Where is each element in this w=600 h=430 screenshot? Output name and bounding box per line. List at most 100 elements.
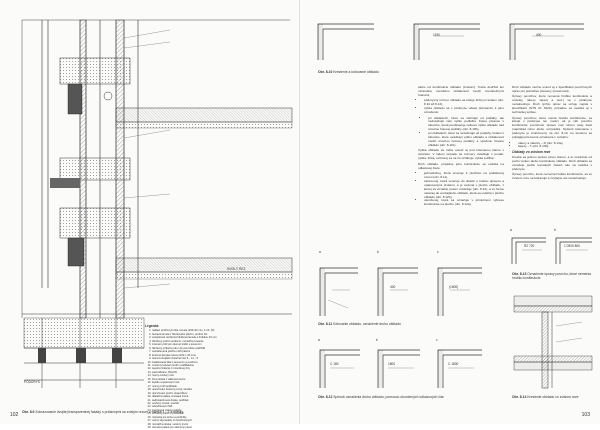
legend-item: ochranný plech s presahom <box>152 412 295 415</box>
fig-8-11-sublabel-b: b <box>377 250 379 254</box>
left-page: SVISLÝ REZ PÔDORYS Legenda: riadiaci pro… <box>0 0 300 429</box>
figure-caption-8-10: Obr. 8.10 Kresleníe a kótovanie obkladu <box>318 70 518 74</box>
legend-item: lepidlo a spárovací tmel <box>152 381 295 384</box>
legend-title: Legenda: <box>145 324 160 328</box>
list-item: pri obkladoch, ktoré sa začínajú od podl… <box>428 116 504 133</box>
fig-8-11-dim-a: 400 <box>390 285 396 289</box>
legend-item: hliníkový profil s prelisom, montážne ko… <box>152 340 295 343</box>
figure-caption-8-12: Obr. 8.12 Spôsob označenia druhu obkladu… <box>318 395 488 399</box>
text-column-2: Druh obkladu možno uviesť aj v špecifiká… <box>512 85 592 183</box>
legend-item: okenná dvojsklo izolačné rám 5 – 11 – 5 <box>152 357 295 360</box>
fig-8-12-dim-c: C 1800 <box>448 362 459 366</box>
legend-item: parozábrana, fólia PE <box>152 371 295 374</box>
right-page: 1190 400 Obr. 8.10 Kresleníe a kótovanie… <box>300 0 600 424</box>
legend-item: dilatačná páska, tesniaca šnúra <box>152 395 295 398</box>
fig-8-10-dim-a: 1190 <box>433 33 440 37</box>
facade-section-drawing <box>21 19 293 388</box>
legend-item: hliníkový prítlačný pás s krycou lištou … <box>152 347 295 350</box>
list-item: zalomenej, ktorá smeruje do oblasti s tr… <box>424 179 504 200</box>
legend-item: kotevné tieniace teleso (100 × 40 mm) <box>152 354 295 357</box>
fig-8-12-sublabel-a: a <box>318 338 320 342</box>
caption-label: Obr. 8.13 <box>512 272 527 276</box>
legend-item: upevňovací kotevný prvok, skrutka <box>152 388 295 391</box>
col2-paragraph-1: Druh obkladu možno uviesť aj v špecifiká… <box>512 85 592 93</box>
figure-8-11-drawing <box>319 267 482 316</box>
legend-item: zasklievacia lišta s tesnením a pružinou <box>152 361 295 364</box>
list-item: tapety – T (obr. 8.13b). <box>518 145 592 149</box>
list-item: pôdorysný rozmer obkladu sa kótuje štíhn… <box>424 98 504 107</box>
col2-bullet-list: nátery a náterky – R (obr. 8.13a), tapet… <box>512 141 592 150</box>
figure-8-10-drawing <box>317 23 584 60</box>
fig-8-13-dim-b: 1 0900 800 <box>564 244 580 248</box>
col1-bullet-list-a: pôdorysný rozmer obkladu sa kótuje štíhn… <box>418 98 504 115</box>
text-column-1: alebo od konštrukcie obkladu (zvislom). … <box>418 85 504 209</box>
figure-caption-8-9: Obr. 8.9 Zobrazovanie dvojitej transpare… <box>22 410 292 414</box>
fig-8-12-dim-a: C 180 <box>330 362 339 366</box>
legend-item: vnútorný kotviaci profil s rektifikáciou <box>152 364 295 367</box>
legend-item: interiérová vrstva podlahy <box>152 409 295 412</box>
legend-item: celosklenená plocha s ES pásom <box>152 350 295 353</box>
list-item: ukončenej, ktorá sa označuje v príslušno… <box>424 199 504 207</box>
caption-label: Obr. 8.11 <box>318 322 333 326</box>
fig-8-12-sublabel-b: b <box>376 338 378 342</box>
page-number-right: 103 <box>581 412 590 418</box>
caption-text: Kresleníe a kótovanie obkladu <box>333 70 379 74</box>
fig-8-13-sublabel-b: b <box>554 228 556 232</box>
caption-text: Spôsob označenia druhu obkladu, pomocou … <box>333 395 444 399</box>
caption-label: Obr. 8.10 <box>318 70 333 74</box>
legend-item: celopletová rozšírená hliníková lamela s… <box>152 336 295 339</box>
legend-item: ukončovací profil s okapničkou <box>152 392 295 395</box>
caption-label: Obr. 8.9 <box>22 410 35 414</box>
list-item: jednoduchej, ktorá smeruje k plochám na … <box>424 171 504 180</box>
col2-paragraph-3: Úpravy povrchov, ktoré menia hrúbku konš… <box>512 115 592 140</box>
legend-item: odvodňovací žľab <box>152 405 295 408</box>
caption-label: Obr. 8.12 <box>318 395 333 399</box>
fig-8-10-dim-b: 400 <box>536 33 542 37</box>
caption-text: Kreslenie obkladu vo zvislom reze <box>527 395 579 399</box>
list-item: pri obkladoch, ktoré sa nezačínajú od po… <box>428 131 504 148</box>
caption-text: Označenie úpravy povrchu, ktoré nemenia … <box>512 272 591 281</box>
fig-8-13-dim-a: R2 720 <box>524 244 535 248</box>
section-view-label: SVISLÝ REZ <box>227 267 246 271</box>
plan-view-label: PÔDORYS <box>24 380 40 384</box>
col1-paragraph-1: alebo od konštrukcie obkladu (zvislom). … <box>418 85 504 97</box>
legend-item: nosný oceľový rošt <box>152 374 295 377</box>
legend-item: tieniaca lamela z hliníkového plechu, pr… <box>152 333 295 336</box>
col2-paragraph-2: Úpravy povrchov, ktoré nemenia hrúbku ko… <box>512 94 592 115</box>
col2-paragraph-5: Úpravy povrchu, ktoré nemenia hrúbku kon… <box>512 172 592 181</box>
section-heading: Obklady vo zvislom reze <box>512 149 551 154</box>
legend-list: riadiaci profil-krycí lišta, lamela (200… <box>145 329 295 429</box>
figure-8-12-drawing <box>319 349 482 388</box>
caption-text: Kótovanie obkladu, označenie druhu obkla… <box>333 322 401 326</box>
legend-item: lícna doska z vláknocementu <box>152 378 295 381</box>
col1-bullet-list-b: jednoduchej, ktorá smeruje k plochám na … <box>418 171 504 207</box>
fig-8-13-sublabel-a: a <box>510 228 512 232</box>
page-number-left: 102 <box>10 412 19 418</box>
figure-8-14-drawing <box>513 295 593 389</box>
fig-8-11-sublabel-a: a <box>319 250 321 254</box>
figure-8-13-drawing <box>511 237 592 264</box>
legend-item: riadiaci profil-krycí lišta, lamela (200… <box>152 329 295 332</box>
fig-8-11-sublabel-c: c <box>437 250 439 254</box>
fig-8-12-dim-b: 1800 <box>388 362 396 366</box>
legend-item: oceľový nosník, prieťah <box>152 402 295 405</box>
legend-item: sadrokartónová doska, podhľad <box>152 399 295 402</box>
figure-caption-8-13: Obr. 8.13 Označenie úpravy povrchu, ktor… <box>512 272 594 280</box>
drawing-legend: Legenda: riadiaci profil-krycí lišta, la… <box>145 324 295 430</box>
col2-paragraph-4: Kreslia sa jednou tenkou plnou čiarou, a… <box>512 155 592 171</box>
legend-item: nosný stĺp fasády zo šesťhranných <box>152 419 295 422</box>
caption-text: Zobrazovanie dvojitej transparentnej fas… <box>35 410 184 414</box>
legend-item: rozperka pre kotvu a podložky <box>152 416 295 419</box>
figure-caption-8-14: Obr. 8.14 Kreslenie obkladu vo zvislom r… <box>512 395 594 399</box>
legend-item: tesniaca páska pre sklenený panel <box>152 426 295 429</box>
col1-paragraph-2: Výška obkladu sa môže uviesť aj pod kóto… <box>418 148 504 161</box>
figure-caption-8-11: Obr. 8.11 Kótovanie obkladu, označenie d… <box>318 322 498 326</box>
caption-label: Obr. 8.14 <box>512 395 527 399</box>
legend-item: nosný profil podhľadu <box>152 385 295 388</box>
list-item: nátery a náterky – R (obr. 8.13a), <box>518 141 592 146</box>
col1-paragraph-3: Druh obkladu, prípadne jeho konštrukcie … <box>418 161 504 170</box>
legend-item: tepelná izolácia z minerálnej vlny <box>152 367 295 370</box>
list-item: výška obkladu sa v pôdoryse udáva pripís… <box>424 106 504 115</box>
legend-item: zvierací profil pre okenné krídlo s tesn… <box>152 343 295 346</box>
